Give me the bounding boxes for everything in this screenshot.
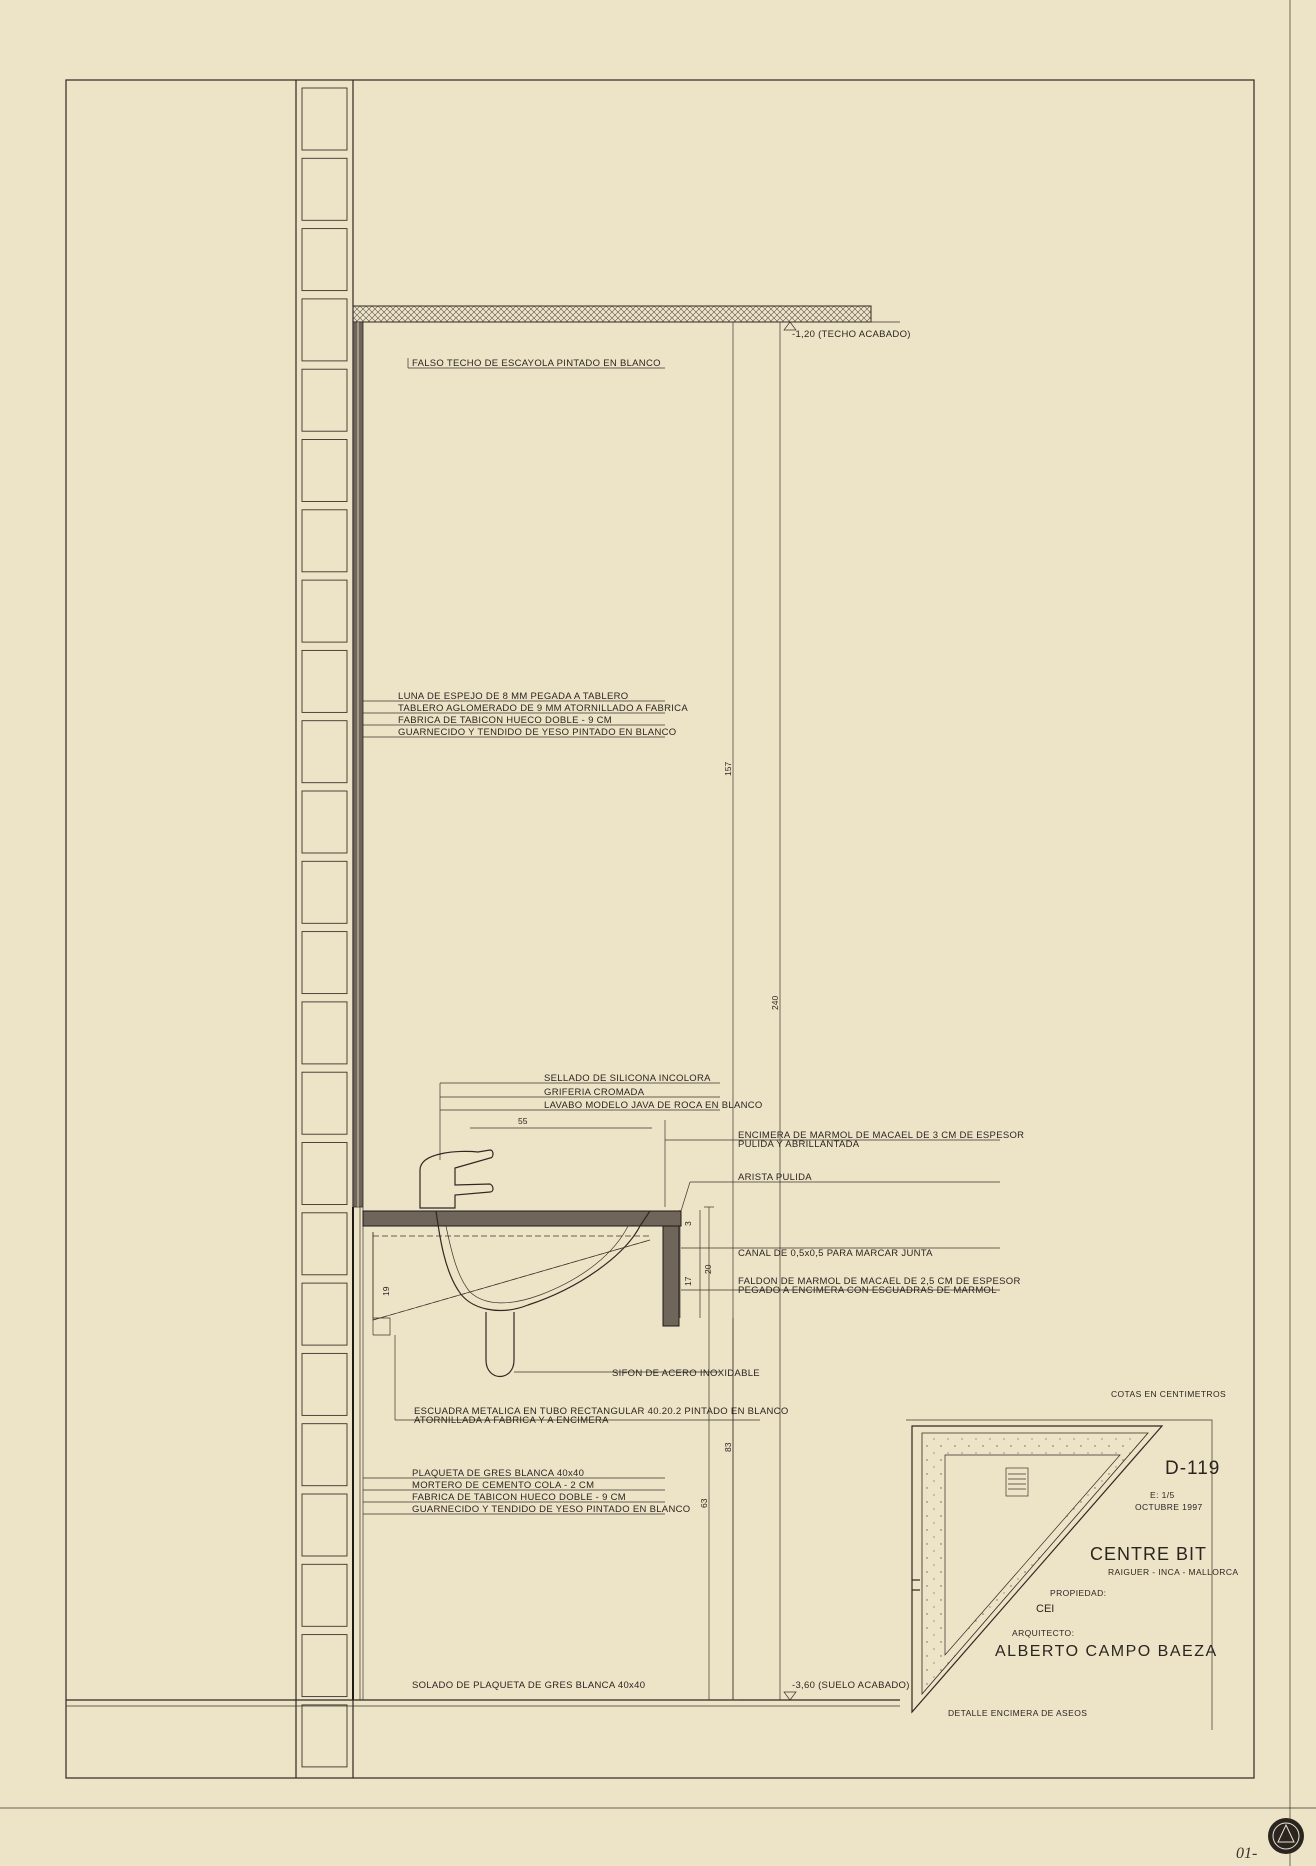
brick — [301, 860, 348, 924]
label-floor: SOLADO DE PLAQUETA DE GRES BLANCA 40x40 — [412, 1680, 645, 1691]
brick — [301, 1071, 348, 1135]
dim-63: 63 — [699, 1498, 709, 1508]
level-label-top: -1,20 (TECHO ACABADO) — [792, 329, 911, 340]
brick — [301, 1142, 348, 1205]
brick-wall — [295, 80, 354, 1778]
leader-lines — [363, 358, 1000, 1515]
dim-19: 19 — [381, 1286, 391, 1296]
label-board: TABLERO AGLOMERADO DE 9 MM ATORNILLADO A… — [398, 703, 688, 714]
drawing-date: OCTUBRE 1997 — [1135, 1502, 1203, 1512]
label-bracket: ESCUADRA METALICA EN TUBO RECTANGULAR 40… — [414, 1406, 789, 1417]
false-ceiling — [352, 305, 872, 323]
label-bracket-fixing: ATORNILLADA A FABRICA Y A ENCIMERA — [414, 1415, 609, 1426]
level-marker-top — [780, 321, 900, 331]
label-lower-brick: FABRICA DE TABICON HUECO DOBLE - 9 CM — [412, 1492, 626, 1503]
brick — [301, 1563, 348, 1627]
title-block-emblem — [1005, 1467, 1029, 1497]
project-name: CENTRE BIT — [1090, 1544, 1207, 1564]
brick — [301, 298, 348, 362]
brick — [301, 790, 348, 854]
architect-label: ARQUITECTO: — [1012, 1628, 1074, 1638]
label-false-ceiling: FALSO TECHO DE ESCAYOLA PINTADO EN BLANC… — [412, 358, 661, 369]
brick — [301, 1001, 348, 1065]
dim-83: 83 — [723, 1442, 733, 1452]
brick — [301, 1634, 348, 1698]
label-mortar: MORTERO DE CEMENTO COLA - 2 CM — [412, 1480, 594, 1491]
label-tile: PLAQUETA DE GRES BLANCA 40x40 — [412, 1468, 584, 1479]
washbasin-assembly — [362, 1149, 682, 1377]
dim-3: 3 — [683, 1221, 693, 1226]
brick — [301, 579, 348, 643]
level-label-bottom: -3,60 (SUELO ACABADO) — [792, 1680, 910, 1691]
brick — [301, 931, 348, 995]
brick — [301, 1493, 348, 1557]
label-sealant: SELLADO DE SILICONA INCOLORA — [544, 1073, 711, 1084]
label-plaster: GUARNECIDO Y TENDIDO DE YESO PINTADO EN … — [398, 727, 676, 738]
vertical-dimensions — [372, 321, 785, 1701]
brick — [301, 720, 348, 784]
brick — [301, 1282, 348, 1346]
dim-55: 55 — [518, 1116, 528, 1126]
dim-157: 157 — [723, 762, 733, 776]
dim-240: 240 — [770, 996, 780, 1010]
drawing-scale: E: 1/5 — [1150, 1490, 1175, 1500]
brick — [301, 1704, 348, 1768]
label-wall-brick: FABRICA DE TABICON HUECO DOBLE - 9 CM — [398, 715, 612, 726]
label-lower-plaster: GUARNECIDO Y TENDIDO DE YESO PINTADO EN … — [412, 1504, 690, 1515]
label-mirror: LUNA DE ESPEJO DE 8 MM PEGADA A TABLERO — [398, 691, 628, 702]
label-countertop: ENCIMERA DE MARMOL DE MACAEL DE 3 CM DE … — [738, 1130, 1024, 1141]
level-marker-bottom — [783, 1691, 797, 1701]
label-apron-fixing: PEGADO A ENCIMERA CON ESCUADRAS DE MARMO… — [738, 1285, 997, 1296]
architect-name: ALBERTO CAMPO BAEZA — [995, 1643, 1218, 1660]
owner-name: CEI — [1036, 1603, 1054, 1615]
brick — [301, 87, 348, 151]
label-basin: LAVABO MODELO JAVA DE ROCA EN BLANCO — [544, 1100, 763, 1111]
brick — [301, 509, 348, 573]
owner-label: PROPIEDAD: — [1050, 1588, 1106, 1598]
brick — [301, 649, 348, 713]
brick — [301, 368, 348, 432]
brick — [301, 157, 348, 221]
brick — [301, 1212, 348, 1276]
sheet-frame — [65, 79, 1255, 1779]
wall-finish-layers — [352, 321, 364, 1700]
drawing-code: D-119 — [1165, 1458, 1220, 1479]
units-note: COTAS EN CENTIMETROS — [1111, 1389, 1226, 1399]
label-countertop-finish: PULIDA Y ABRILLANTADA — [738, 1139, 860, 1150]
label-edge: ARISTA PULIDA — [738, 1172, 812, 1183]
brick — [301, 1352, 348, 1416]
title-block — [906, 1419, 1213, 1730]
dim-20: 20 — [703, 1264, 713, 1274]
label-groove: CANAL DE 0,5x0,5 PARA MARCAR JUNTA — [738, 1248, 933, 1259]
project-location: RAIGUER - INCA - MALLORCA — [1108, 1567, 1238, 1577]
sheet-title: DETALLE ENCIMERA DE ASEOS — [948, 1708, 1087, 1718]
brick — [301, 439, 348, 502]
brick — [301, 228, 348, 292]
label-apron: FALDON DE MARMOL DE MACAEL DE 2,5 CM DE … — [738, 1276, 1021, 1287]
label-tap: GRIFERIA CROMADA — [544, 1087, 645, 1098]
dim-17: 17 — [683, 1276, 693, 1286]
floor-line — [66, 1699, 900, 1707]
brick — [301, 1423, 348, 1487]
label-siphon: SIFON DE ACERO INOXIDABLE — [612, 1368, 760, 1379]
archive-stamp — [1268, 1818, 1304, 1854]
margin-note: 01- — [1236, 1845, 1257, 1862]
